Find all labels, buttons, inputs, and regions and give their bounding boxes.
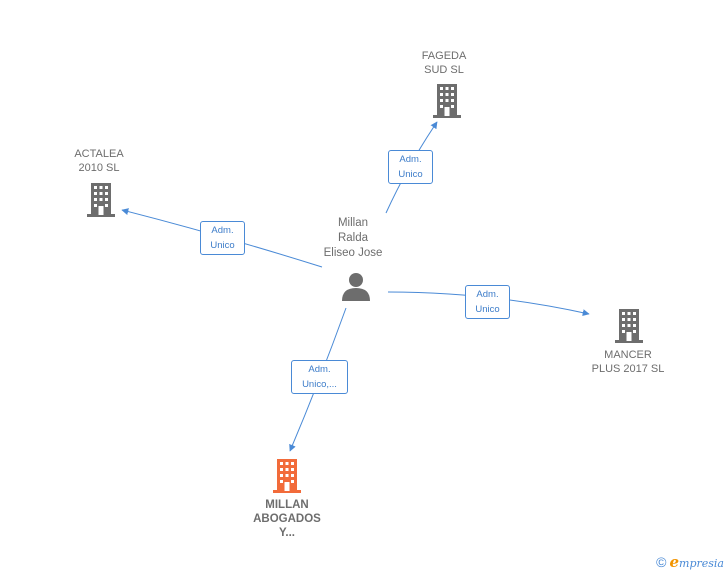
company-label-millan[interactable]: MILLAN ABOGADOS Y... (253, 499, 321, 539)
company-label-fageda[interactable]: FAGEDA SUD SL (421, 50, 467, 76)
brand-logo[interactable]: empresia (669, 553, 724, 571)
building-icon-fageda[interactable] (431, 84, 463, 118)
brand-initial: e (669, 553, 680, 571)
copyright-icon: © (656, 554, 667, 570)
building-icon-mancer[interactable] (613, 309, 645, 343)
person-label[interactable]: Millan Ralda Eliseo Jose (323, 217, 383, 259)
edge-label-fageda[interactable]: Adm. Unico (388, 150, 433, 184)
company-label-mancer[interactable]: MANCER PLUS 2017 SL (591, 349, 665, 375)
edge-label-mancer[interactable]: Adm. Unico (465, 285, 510, 319)
building-icon-actalea[interactable] (85, 183, 117, 217)
person-icon[interactable] (341, 271, 371, 301)
building-icon-millan[interactable] (271, 459, 303, 493)
company-label-actalea[interactable]: ACTALEA 2010 SL (74, 148, 124, 174)
brand-name: mpresia (679, 557, 724, 570)
footer-branding: © empresia (656, 553, 724, 571)
edge-label-actalea[interactable]: Adm. Unico (200, 221, 245, 255)
edge-label-millan[interactable]: Adm. Unico,... (291, 360, 348, 394)
